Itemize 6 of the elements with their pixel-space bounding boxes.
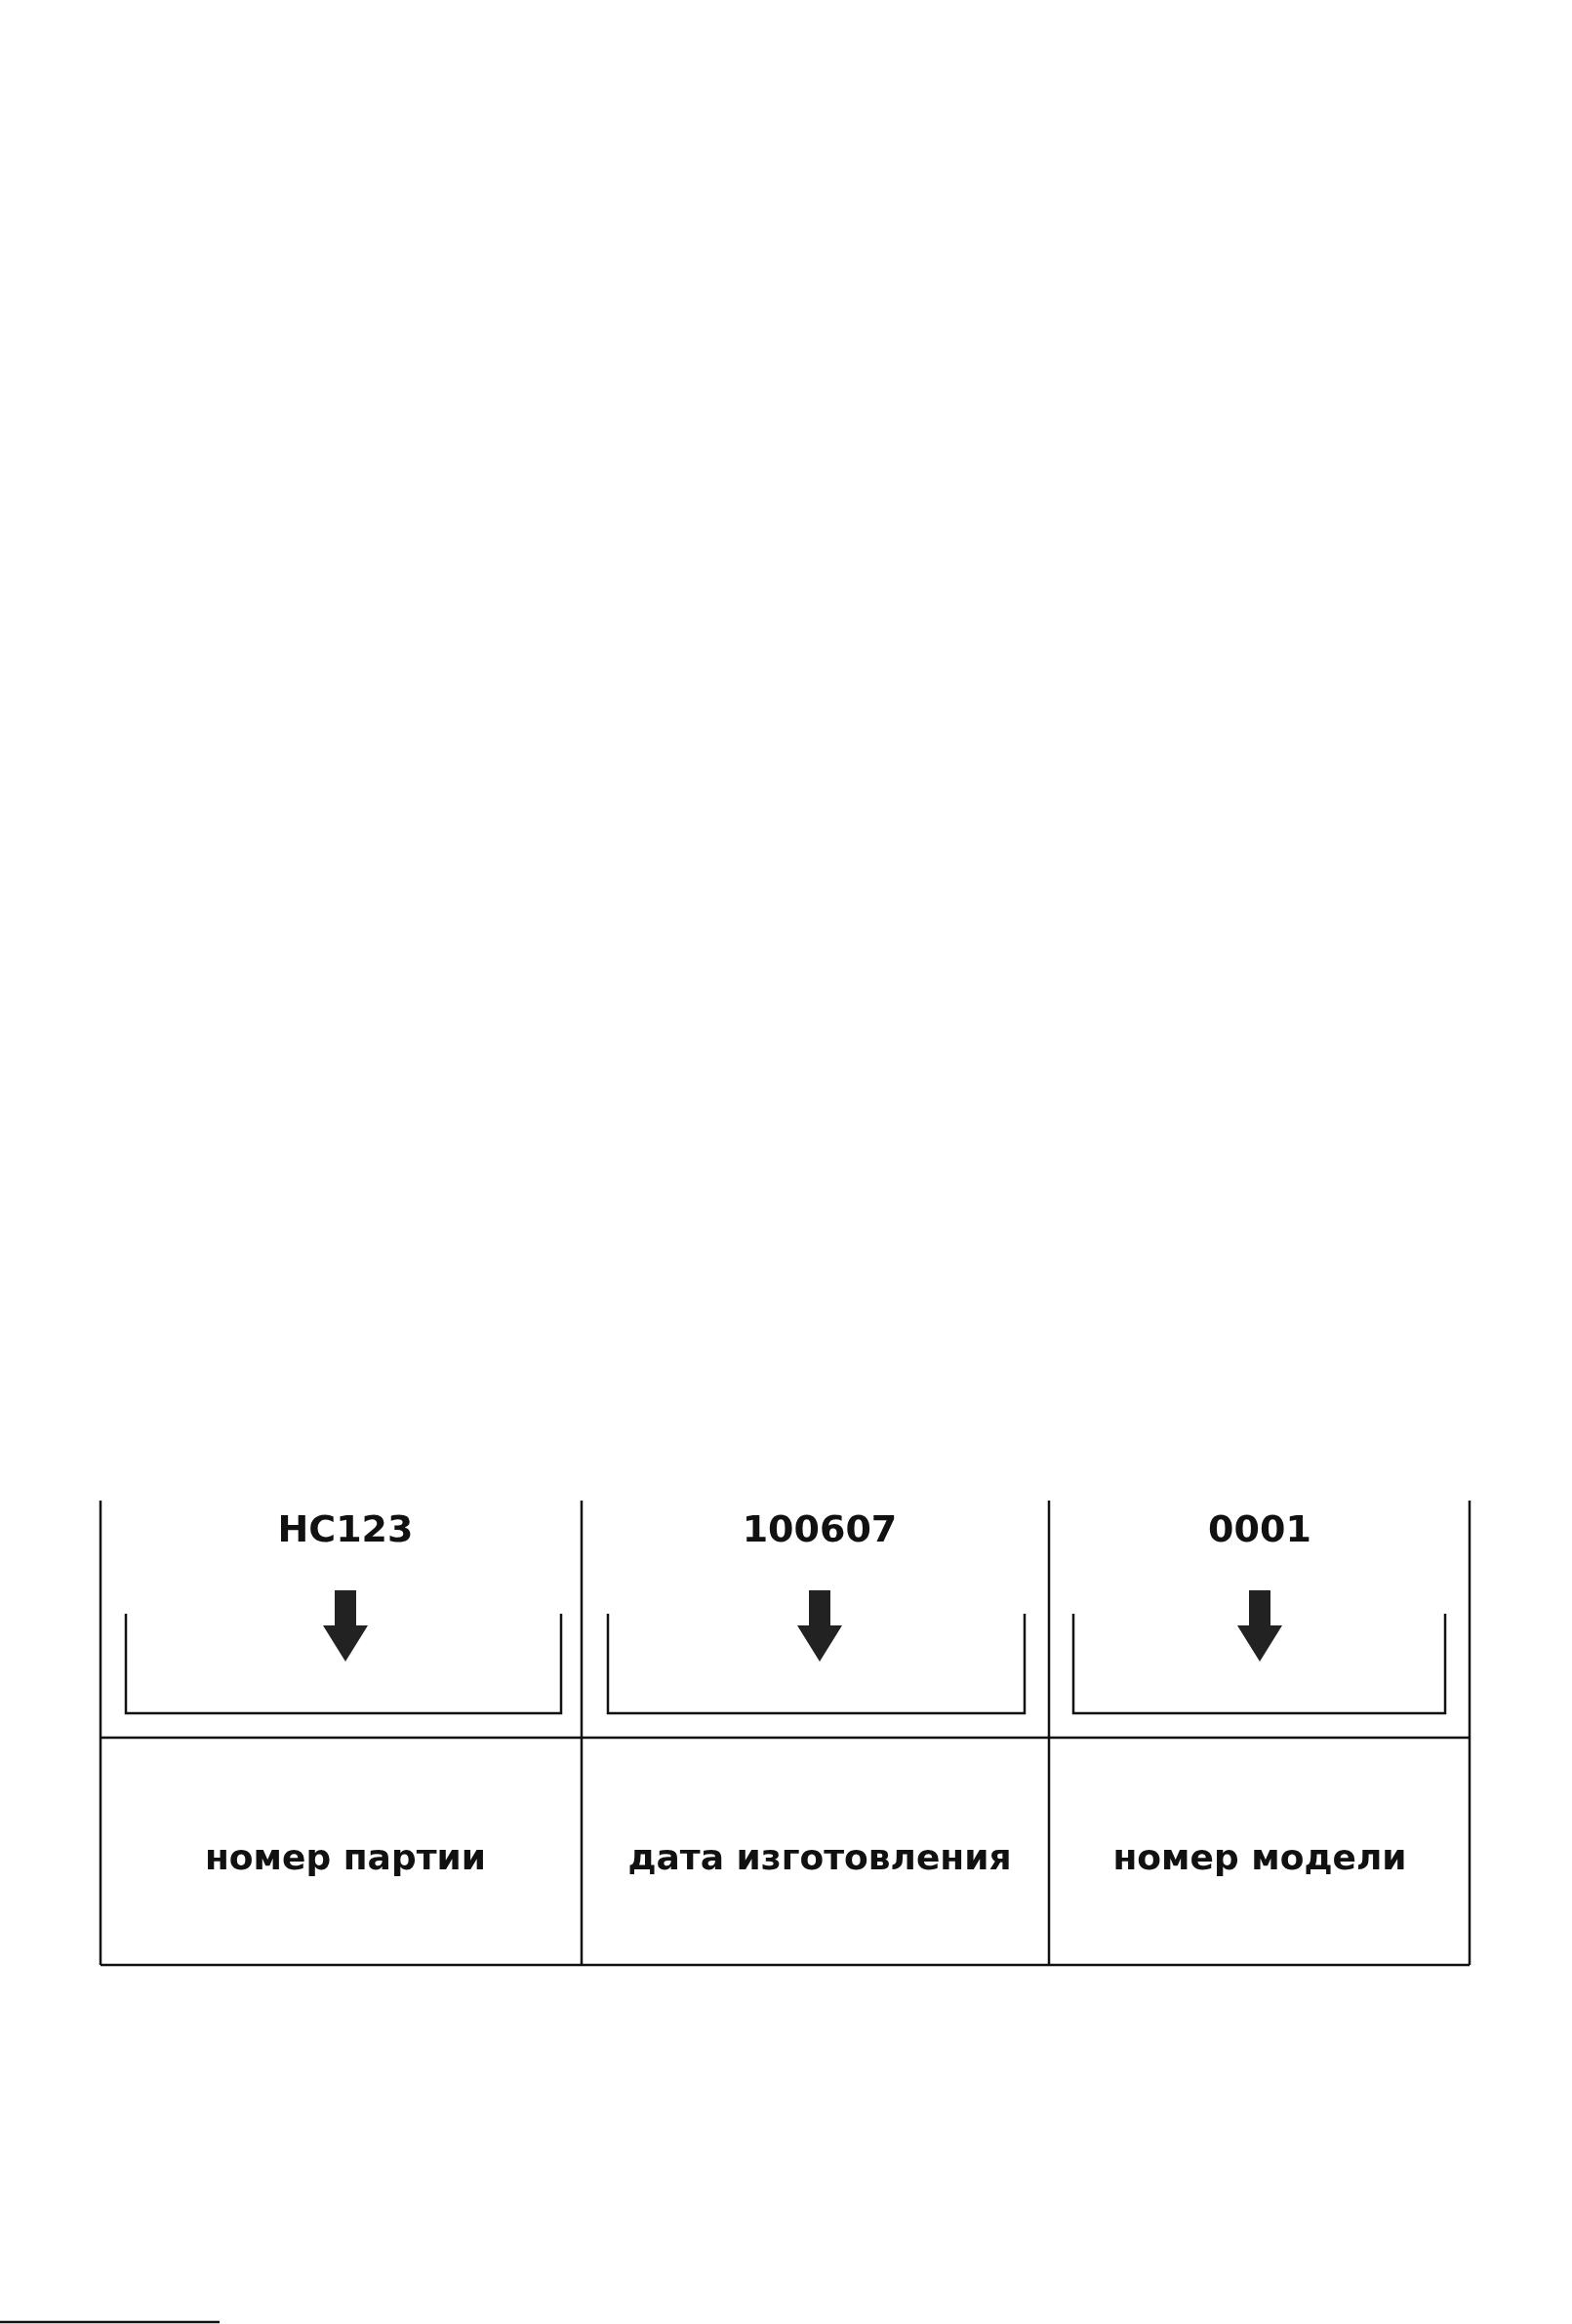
code-value: HC123 [277,1507,414,1550]
code-value: 100607 [742,1507,898,1550]
field-label: номер модели [1112,1836,1407,1877]
field-label: дата изготовления [627,1836,1012,1877]
code-value: 0001 [1208,1507,1311,1550]
field-label: номер партии [205,1836,486,1877]
